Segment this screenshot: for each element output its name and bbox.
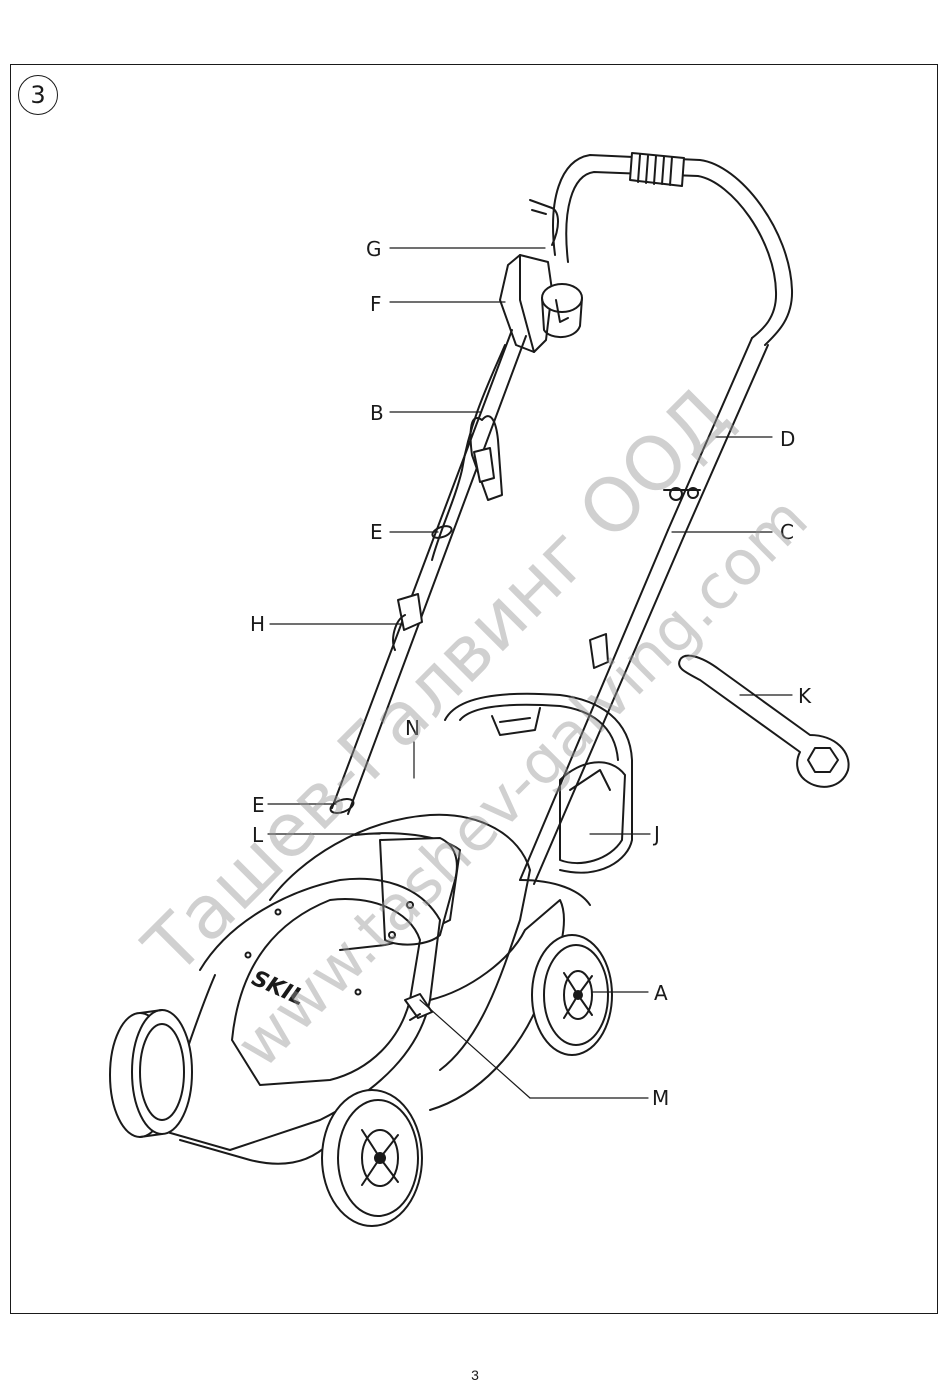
- callout-d: D: [780, 427, 796, 451]
- grass-box: [444, 692, 633, 874]
- callout-b: B: [370, 401, 384, 425]
- callout-a: A: [654, 981, 668, 1005]
- callout-m: M: [652, 1086, 670, 1110]
- callout-g: G: [366, 237, 382, 261]
- figure-number-badge: 3: [18, 75, 58, 115]
- figure-number: 3: [30, 81, 46, 109]
- callout-f: F: [370, 292, 382, 316]
- page-number: 3: [471, 1367, 479, 1383]
- callout-e-upper: E: [370, 520, 383, 544]
- rear-right-wheel: [531, 934, 613, 1056]
- front-left-wheel: [109, 1009, 193, 1138]
- figure-frame: [10, 64, 938, 1314]
- callout-k: K: [798, 684, 812, 708]
- callout-l: L: [252, 823, 264, 847]
- switch-box: [499, 199, 583, 353]
- upper-handle: [519, 152, 794, 885]
- callout-e-lower: E: [252, 793, 265, 817]
- front-right-wheel: [321, 1089, 423, 1227]
- callout-j: J: [654, 822, 660, 846]
- leader-lines: [267, 247, 793, 1099]
- callout-c: C: [780, 520, 794, 544]
- left-handle-tube: [329, 329, 527, 815]
- callout-h: H: [250, 612, 266, 636]
- callout-n: N: [405, 716, 420, 740]
- mower-body: [159, 813, 591, 1165]
- key-wrench: [678, 654, 850, 788]
